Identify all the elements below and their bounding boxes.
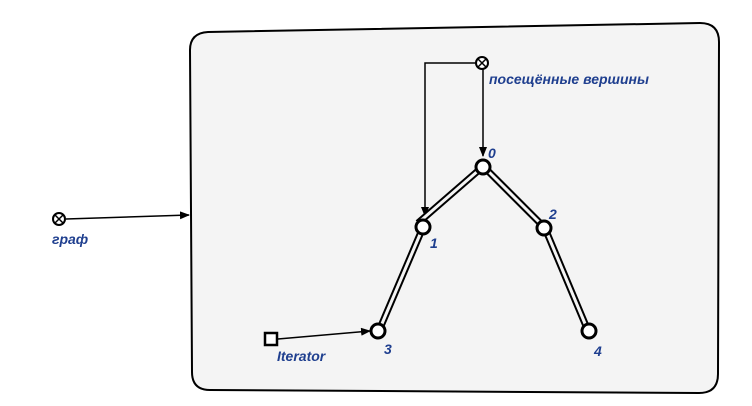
edge-0-1	[415, 167, 482, 226]
vertex-2-label: 2	[548, 206, 557, 222]
graph-input-arrow	[65, 211, 190, 220]
vertex-1-label: 1	[430, 235, 438, 251]
vertex-1	[414, 218, 432, 236]
visited-label: посещённые вершины	[489, 71, 649, 87]
container-frame	[188, 21, 721, 395]
vertex-0-label: 0	[488, 145, 496, 161]
vertex-2	[535, 219, 553, 237]
vertex-0	[474, 158, 492, 176]
iterator-label: Iterator	[277, 348, 327, 364]
vertex-3	[369, 322, 387, 340]
edge-0-2	[484, 167, 544, 227]
iterator-node-icon	[263, 331, 279, 347]
edge-1-3	[377, 230, 425, 328]
visited-to-v1-arrow	[421, 62, 476, 217]
vertex-4	[580, 322, 598, 340]
vertex-4-label: 4	[593, 343, 602, 359]
edge-2-4	[543, 231, 590, 328]
vertex-3-label: 3	[384, 341, 392, 357]
visited-node-icon	[475, 56, 489, 70]
graph-node-icon	[52, 212, 66, 226]
iterator-to-v3-arrow	[277, 327, 371, 340]
graph-label: граф	[52, 231, 88, 247]
